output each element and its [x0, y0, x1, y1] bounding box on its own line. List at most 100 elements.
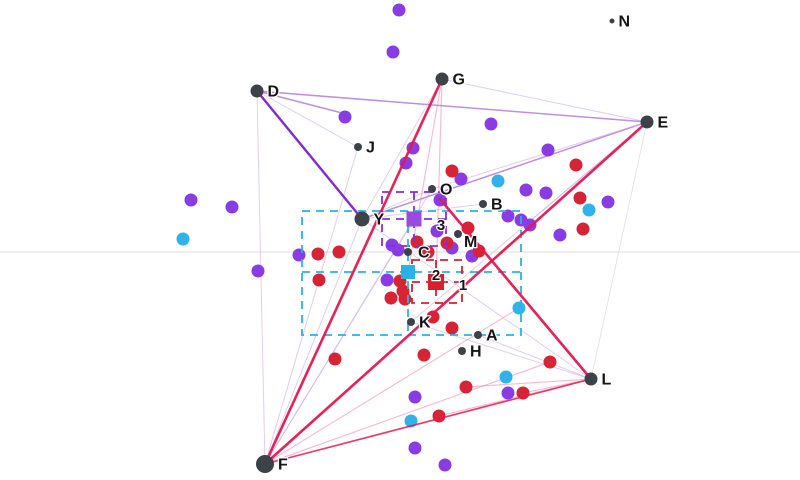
- purple-dot-12: [601, 195, 615, 209]
- node-label-G: G: [453, 72, 465, 89]
- purple-dot-23: [292, 248, 306, 262]
- node-E: [640, 115, 654, 129]
- node-K: [407, 318, 415, 326]
- purple-dot-7: [454, 172, 468, 186]
- node-label-J: J: [366, 140, 375, 157]
- purple-dot-10: [519, 183, 533, 197]
- purple-dot-2: [338, 110, 352, 124]
- red-dot-3: [445, 164, 459, 178]
- red-dot-19: [417, 348, 431, 362]
- edge-red_med-3: [264, 378, 592, 465]
- red-dot-7: [421, 245, 435, 259]
- purple-dot-5: [541, 143, 555, 157]
- edge-pink-21: [435, 78, 443, 283]
- node-label-L: L: [602, 372, 612, 389]
- purple-dot-18: [430, 224, 444, 238]
- cluster-box-2: [301, 210, 522, 336]
- purple-dot-0: [392, 3, 406, 17]
- centroid-square-3: [406, 211, 422, 227]
- purple-dot-17: [553, 228, 567, 242]
- node-label-E: E: [658, 115, 669, 132]
- red-dot-0: [569, 158, 583, 172]
- node-label-D: D: [268, 84, 280, 101]
- purple-dot-28: [408, 441, 422, 455]
- centroid-label-3: 3: [437, 217, 445, 234]
- node-label-K: K: [419, 315, 431, 332]
- node-F: [256, 455, 274, 473]
- centroid-square-1: [428, 274, 444, 290]
- edge-pink-25: [465, 378, 592, 388]
- purple-dot-3: [484, 117, 498, 131]
- node-D: [250, 84, 264, 98]
- edge-purple_light-15: [410, 321, 592, 380]
- edge-purple_light-11: [264, 146, 359, 465]
- node-Y: [354, 211, 370, 227]
- purple-dot-14: [501, 209, 515, 223]
- cyan-dot-0: [176, 232, 190, 246]
- node-label-O: O: [440, 182, 452, 199]
- node-label-C: C: [418, 245, 430, 262]
- edge-purple_bold-4: [255, 89, 364, 221]
- cyan-dot-3: [512, 301, 526, 315]
- purple-dot-27: [408, 390, 422, 404]
- red-dot-20: [543, 355, 557, 369]
- red-dot-12: [328, 352, 342, 366]
- node-L: [584, 372, 598, 386]
- purple-dot-8: [184, 193, 198, 207]
- edge-purple_light-4: [256, 90, 359, 148]
- node-label-H: H: [470, 344, 482, 361]
- node-label-M: M: [464, 234, 477, 251]
- red-dot-17: [426, 310, 440, 324]
- node-label-Y: Y: [374, 212, 385, 229]
- centroid-label-2: 2: [432, 267, 440, 284]
- red-dot-6: [440, 236, 454, 250]
- edge-purple_med-1: [361, 121, 648, 220]
- red-dot-15: [384, 291, 398, 305]
- node-label-A: A: [486, 328, 498, 345]
- purple-dot-24: [251, 264, 265, 278]
- cyan-dot-4: [499, 370, 513, 384]
- edge-red_bold-1: [263, 120, 649, 466]
- edge-purple_light-7: [361, 188, 433, 220]
- red-dot-16: [398, 292, 412, 306]
- node-B: [479, 200, 487, 208]
- node-J: [354, 143, 362, 151]
- cyan-dot-2: [582, 203, 596, 217]
- centroid-label-1: 1: [459, 277, 467, 294]
- edge-red_bold-2: [438, 197, 593, 381]
- node-label-N: N: [619, 14, 631, 31]
- red-dot-11: [312, 273, 326, 287]
- node-A: [474, 331, 482, 339]
- edge-purple_med-0: [256, 90, 648, 123]
- purple-dot-26: [501, 386, 515, 400]
- cyan-dot-5: [404, 414, 418, 428]
- red-dot-4: [461, 221, 475, 235]
- red-dot-1: [573, 191, 587, 205]
- node-label-B: B: [491, 197, 503, 214]
- edge-purple_med-2: [256, 90, 347, 115]
- red-dot-2: [576, 222, 590, 236]
- red-dot-21: [459, 380, 473, 394]
- purple-dot-9: [225, 200, 239, 214]
- edge-purple_light-16: [431, 121, 648, 190]
- edge-purple_light-12: [264, 219, 415, 465]
- edge-purple_light-14: [477, 334, 592, 380]
- node-C: [404, 248, 412, 256]
- centroid-square-2: [401, 265, 415, 279]
- node-G: [435, 72, 449, 86]
- edge-purple_light-5: [441, 78, 648, 123]
- purple-dot-25: [380, 273, 394, 287]
- red-dot-10: [332, 245, 346, 259]
- node-H: [458, 347, 466, 355]
- node-O: [428, 185, 436, 193]
- edge-purple_light-6: [361, 78, 443, 220]
- edge-faint-19: [590, 121, 648, 380]
- purple-dot-1: [386, 45, 400, 59]
- cyan-dot-1: [491, 174, 505, 188]
- edge-red_bold-0: [263, 77, 444, 466]
- node-M: [454, 230, 462, 238]
- red-dot-9: [311, 247, 325, 261]
- edge-purple_light-9: [264, 218, 363, 465]
